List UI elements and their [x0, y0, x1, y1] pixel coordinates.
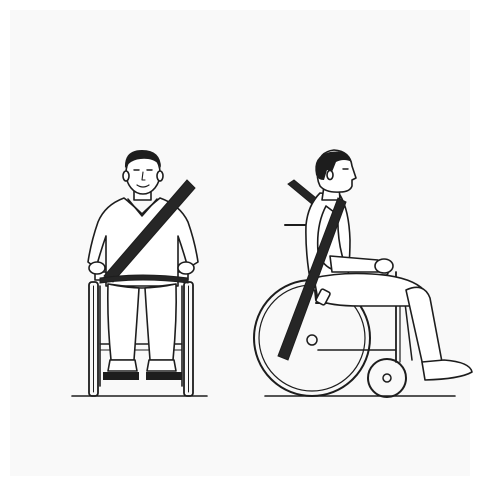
- side-caster-wheel: [368, 359, 406, 397]
- front-left-shoe: [108, 360, 137, 371]
- side-view: [254, 150, 472, 397]
- side-ear: [327, 171, 333, 180]
- front-left-ear: [123, 171, 129, 181]
- side-forearm: [330, 256, 380, 272]
- side-belt-anchor-strap: [288, 180, 316, 204]
- front-left-hand: [89, 262, 105, 274]
- front-right-ear: [157, 171, 163, 181]
- side-hand: [375, 259, 393, 273]
- side-caster-hub: [383, 374, 391, 382]
- side-shoe: [422, 360, 472, 380]
- front-right-leg: [145, 284, 176, 360]
- front-left-leg: [108, 284, 139, 360]
- front-right-footrest: [146, 372, 182, 380]
- front-right-shoe: [147, 360, 176, 371]
- side-rear-hub: [307, 335, 317, 345]
- front-view: [72, 150, 207, 396]
- front-left-footrest: [103, 372, 139, 380]
- front-right-hand: [178, 262, 194, 274]
